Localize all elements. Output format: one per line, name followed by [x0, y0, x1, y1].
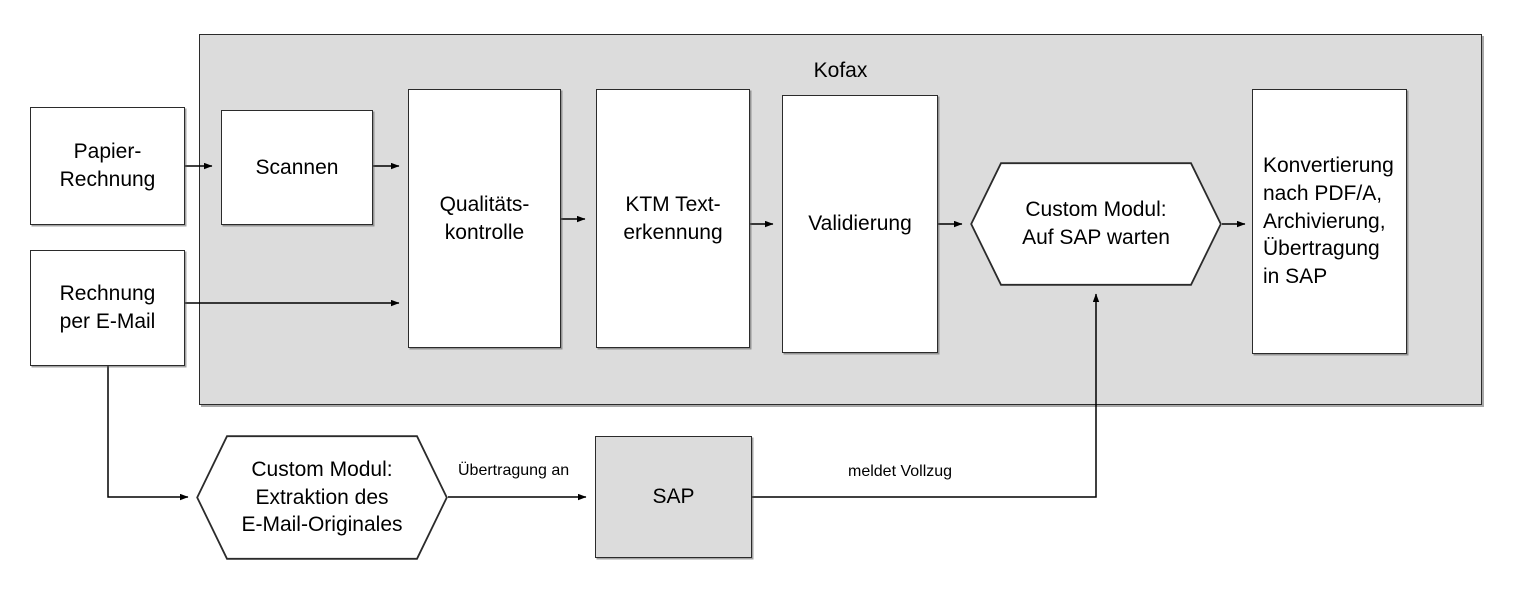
node-custom-modul-auf-sap-warten-label: Custom Modul: Auf SAP warten — [1022, 198, 1170, 249]
node-ktm-texterkennung[interactable]: KTM Text- erkennung — [596, 89, 750, 348]
edge-email-to-extraktion — [107, 366, 189, 501]
node-custom-modul-extraktion[interactable]: Custom Modul: Extraktion des E-Mail-Orig… — [196, 435, 448, 560]
node-scannen[interactable]: Scannen — [221, 110, 373, 225]
node-qualitaetskontrolle[interactable]: Qualitäts- kontrolle — [408, 89, 561, 348]
hexagon-shape-extraktion — [196, 435, 448, 560]
node-validierung[interactable]: Validierung — [782, 95, 938, 353]
edge-label-uebertragung-an: Übertragung an — [458, 462, 570, 479]
node-konvertierung-pdfa[interactable]: Konvertierung nach PDF/A, Archivierung, … — [1252, 89, 1407, 354]
group-kofax-title: Kofax — [813, 59, 868, 82]
node-rechnung-per-email[interactable]: Rechnung per E-Mail — [30, 250, 185, 366]
node-custom-modul-extraktion-label: Custom Modul: Extraktion des E-Mail-Orig… — [241, 457, 403, 537]
node-custom-modul-auf-sap-warten[interactable]: Custom Modul: Auf SAP warten — [970, 162, 1222, 286]
node-sap[interactable]: SAP — [595, 436, 752, 558]
node-papier-rechnung[interactable]: Papier- Rechnung — [30, 107, 185, 225]
edge-label-meldet-vollzug: meldet Vollzug — [848, 463, 953, 480]
hexagon-shape-sap-warten — [970, 162, 1222, 286]
